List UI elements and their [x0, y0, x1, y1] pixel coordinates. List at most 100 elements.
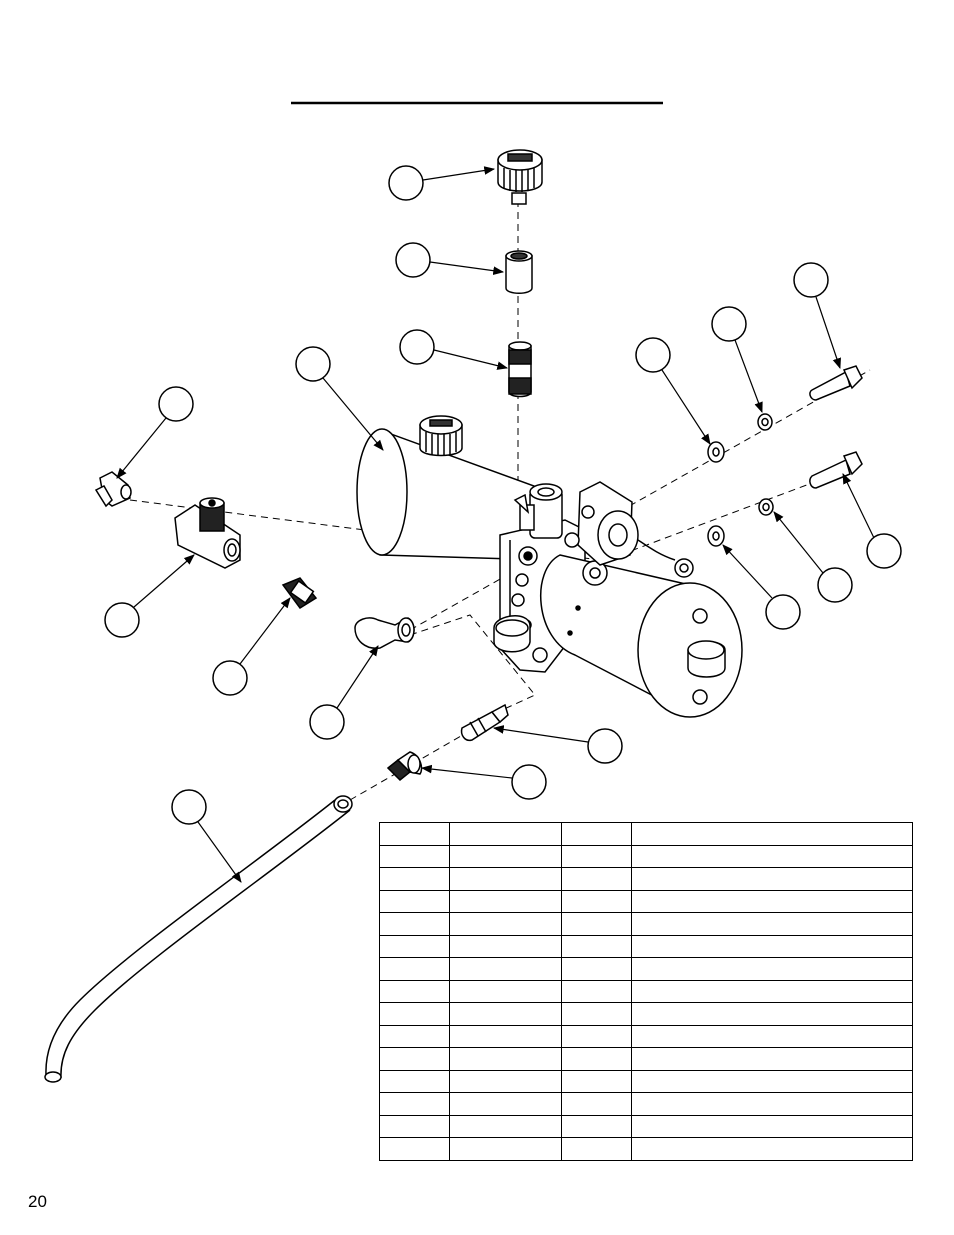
start-solenoid [564, 481, 694, 578]
table-cell [561, 822, 632, 846]
table-cell [631, 844, 913, 868]
table-cell [561, 1114, 632, 1138]
table-cell [561, 1024, 632, 1048]
callout-balloons [104, 165, 902, 825]
table-cell [379, 1002, 450, 1026]
table-cell [379, 1092, 450, 1116]
table-row [379, 822, 913, 846]
table-cell [379, 1069, 450, 1093]
table-row [379, 934, 913, 958]
callout-balloon [635, 337, 671, 373]
suction-hose [44, 795, 353, 1083]
table-cell [449, 822, 562, 846]
table-row [379, 1069, 913, 1093]
hex-nipple [281, 577, 318, 610]
table-row [379, 889, 913, 913]
table-cell [449, 934, 562, 958]
callout-balloon [388, 165, 424, 201]
table-row [379, 957, 913, 981]
callout-balloon [587, 728, 623, 764]
table-cell [449, 912, 562, 936]
table-cell [379, 1114, 450, 1138]
table-cell [561, 867, 632, 891]
table-cell [449, 889, 562, 913]
table-cell [631, 957, 913, 981]
table-row [379, 912, 913, 936]
callout-balloon [295, 346, 331, 382]
table-cell [631, 1114, 913, 1138]
table-cell [631, 822, 913, 846]
table-cell [631, 1069, 913, 1093]
table-cell [631, 1047, 913, 1071]
table-cell [449, 1069, 562, 1093]
tee-fitting [174, 497, 241, 569]
reservoir-tank [356, 428, 546, 561]
table-row [379, 979, 913, 1003]
table-cell [449, 1002, 562, 1026]
table-cell [379, 1024, 450, 1048]
table-cell [561, 1092, 632, 1116]
table-cell [379, 867, 450, 891]
table-cell [449, 1024, 562, 1048]
table-cell [449, 1114, 562, 1138]
table-cell [449, 1047, 562, 1071]
table-cell [379, 957, 450, 981]
table-row [379, 867, 913, 891]
table-cell [631, 912, 913, 936]
callout-balloon [765, 594, 801, 630]
table-cell [449, 844, 562, 868]
elbow-fitting-left [94, 471, 132, 508]
table-cell [631, 979, 913, 1003]
callout-balloon [171, 789, 207, 825]
callout-balloon [817, 567, 853, 603]
table-cell [449, 1137, 562, 1161]
table-cell [561, 934, 632, 958]
solenoid-valve [513, 483, 563, 539]
table-row [379, 1137, 913, 1161]
page-number: 20 [28, 1192, 47, 1211]
table-cell [631, 889, 913, 913]
table-row [379, 1002, 913, 1026]
leader-lines [116, 166, 875, 883]
table-cell [449, 1092, 562, 1116]
table-cell [561, 844, 632, 868]
table-row [379, 1114, 913, 1138]
table-cell [561, 889, 632, 913]
table-cell [561, 912, 632, 936]
table-cell [449, 979, 562, 1003]
callout-balloon [711, 306, 747, 342]
callout-balloon [104, 602, 140, 638]
table-cell [379, 1137, 450, 1161]
table-cell [379, 822, 450, 846]
table-row [379, 1047, 913, 1071]
breather-cap [497, 149, 543, 205]
table-cell [379, 1047, 450, 1071]
table-cell [631, 1024, 913, 1048]
elbow-fitting-center [354, 617, 415, 649]
electric-motor [540, 554, 743, 718]
callout-balloon [212, 660, 248, 696]
table-cell [631, 1137, 913, 1161]
table-cell [379, 912, 450, 936]
table-cell [561, 1002, 632, 1026]
table-cell [631, 934, 913, 958]
callout-balloon [309, 704, 345, 740]
suction-filter [460, 703, 509, 742]
callout-balloon [866, 533, 902, 569]
parts-list-table [379, 822, 913, 1161]
table-cell [631, 1092, 913, 1116]
table-row [379, 1092, 913, 1116]
pipe-nipple [508, 341, 532, 398]
table-cell [561, 1137, 632, 1161]
table-cell [561, 1069, 632, 1093]
table-cell [631, 1002, 913, 1026]
callout-balloon [395, 242, 431, 278]
table-cell [561, 979, 632, 1003]
reservoir-filler-cap [419, 415, 463, 457]
table-cell [561, 957, 632, 981]
table-row [379, 1024, 913, 1048]
pipe-coupling [505, 250, 533, 294]
callout-balloon [158, 386, 194, 422]
table-cell [449, 957, 562, 981]
